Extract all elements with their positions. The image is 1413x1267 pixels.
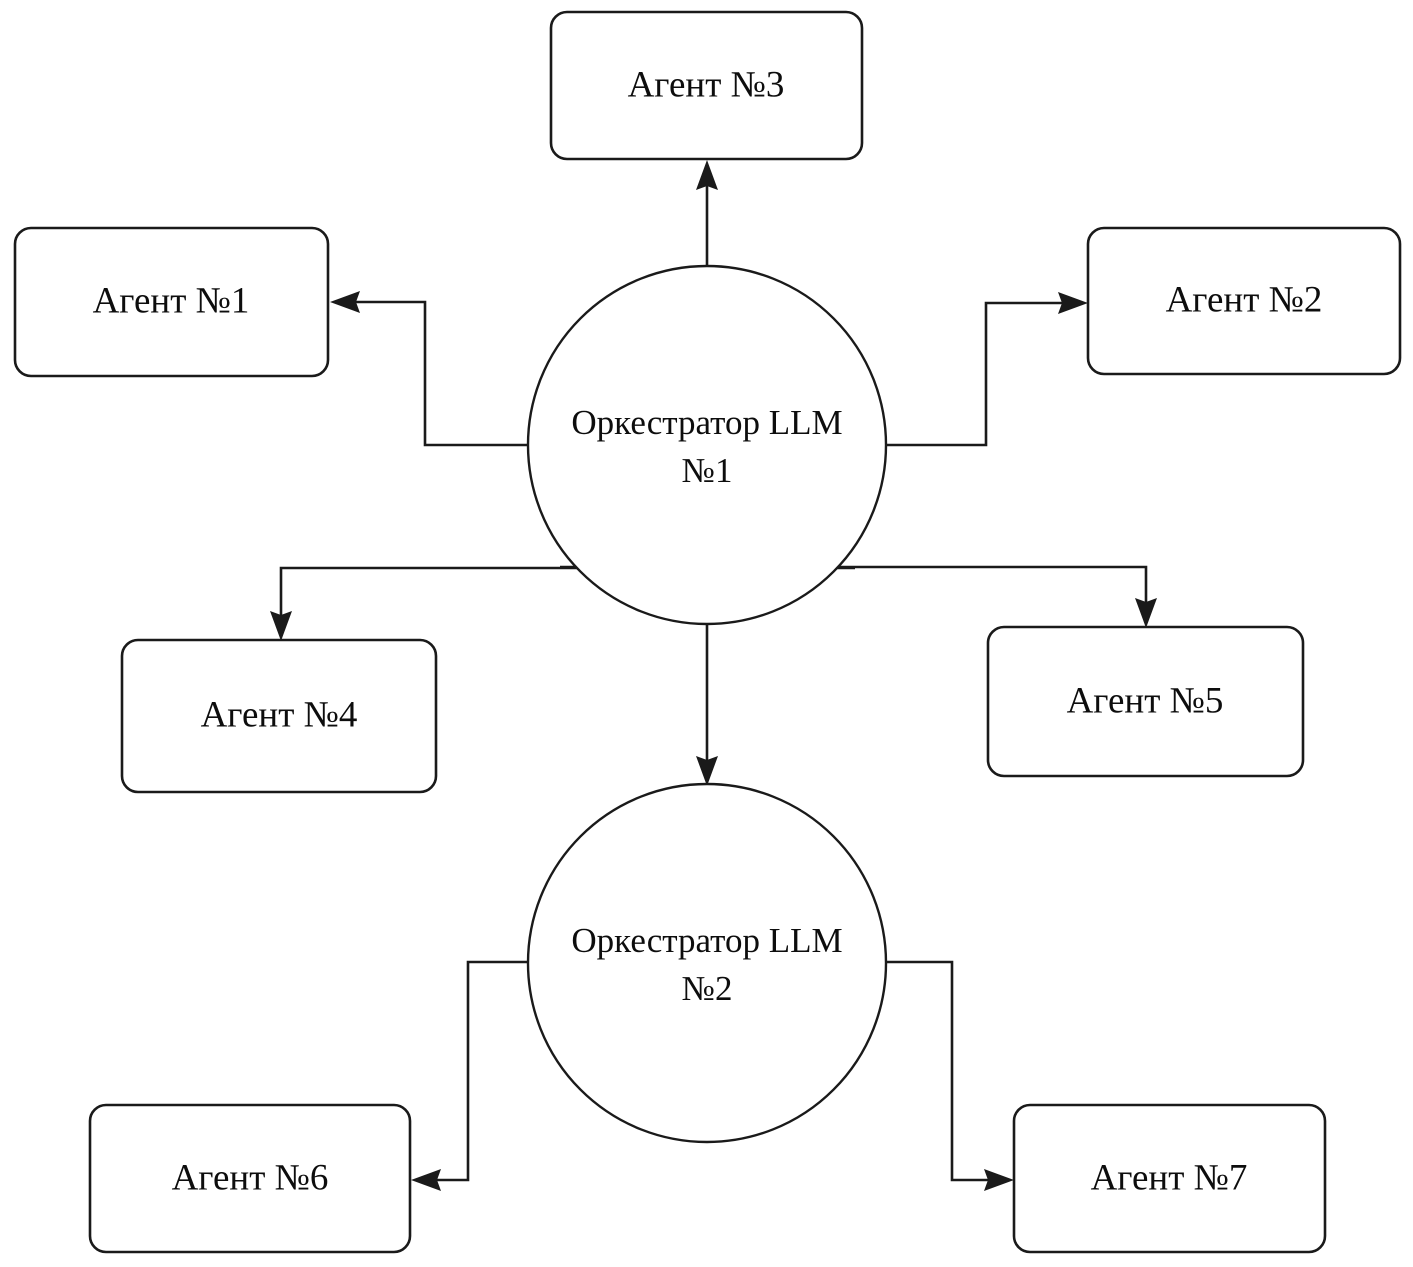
- agent-3-box[interactable]: [549, 10, 864, 161]
- orchestrator-2-label-line1: Оркестратор LLM: [571, 921, 842, 960]
- node-agent-4[interactable]: Агент №4: [120, 638, 438, 794]
- agent-6-label: Агент №6: [172, 1157, 329, 1198]
- edge-orchestrator1-to-agent1: [330, 291, 527, 447]
- node-orchestrator-2[interactable]: Оркестратор LLM №2: [526, 782, 888, 1144]
- agent-2-box[interactable]: [1086, 226, 1402, 376]
- edge-orchestrator2-to-agent7: [872, 960, 1014, 1191]
- agent-3-label: Агент №3: [628, 64, 785, 105]
- agent-1-box[interactable]: [13, 226, 330, 378]
- node-agent-7[interactable]: Агент №7: [1012, 1103, 1327, 1254]
- arrowhead-agent5-icon: [1135, 598, 1157, 628]
- agent-4-label: Агент №4: [201, 694, 358, 735]
- edge-orchestrator2-to-agent6: [411, 960, 543, 1191]
- edge-orchestrator1-to-agent3: [696, 160, 718, 268]
- arrowhead-agent7-icon: [984, 1169, 1014, 1191]
- edge-line-agent7: [872, 960, 989, 1182]
- agent-7-label: Агент №7: [1091, 1157, 1248, 1198]
- agent-5-label: Агент №5: [1067, 680, 1224, 721]
- agent-6-box[interactable]: [88, 1103, 412, 1254]
- node-agent-3[interactable]: Агент №3: [549, 10, 864, 161]
- agent-7-box[interactable]: [1012, 1103, 1327, 1254]
- edge-line-agent6: [435, 960, 543, 1182]
- arrowhead-agent2-icon: [1058, 292, 1088, 314]
- node-agent-2[interactable]: Агент №2: [1086, 226, 1402, 376]
- agent-5-box[interactable]: [986, 625, 1305, 778]
- arrowhead-agent1-icon: [330, 291, 360, 313]
- edge-line-agent2: [886, 301, 1063, 447]
- orchestrator-1-circle[interactable]: [526, 264, 888, 626]
- node-agent-5[interactable]: Агент №5: [986, 625, 1305, 778]
- orchestrator-2-label-line2: №2: [682, 969, 733, 1008]
- edge-orchestrator1-to-orchestrator2: [696, 622, 718, 786]
- edge-orchestrator1-to-agent2: [886, 292, 1088, 447]
- arrowhead-agent4-icon: [270, 611, 292, 641]
- orchestrator-2-circle[interactable]: [526, 782, 888, 1144]
- orchestrator-1-label-line1: Оркестратор LLM: [571, 403, 842, 442]
- node-orchestrator-1[interactable]: Оркестратор LLM №1: [526, 264, 888, 626]
- node-agent-1[interactable]: Агент №1: [13, 226, 330, 378]
- agent-4-box[interactable]: [120, 638, 438, 794]
- agent-1-label: Агент №1: [93, 280, 250, 321]
- edge-line-agent1: [353, 300, 527, 447]
- arrowhead-agent3-icon: [696, 160, 718, 190]
- arrowhead-agent6-icon: [411, 1169, 441, 1191]
- arrowhead-orchestrator2-icon: [696, 756, 718, 786]
- node-agent-6[interactable]: Агент №6: [88, 1103, 412, 1254]
- orchestrator-1-label-line2: №1: [682, 451, 733, 490]
- agent-2-label: Агент №2: [1166, 279, 1323, 320]
